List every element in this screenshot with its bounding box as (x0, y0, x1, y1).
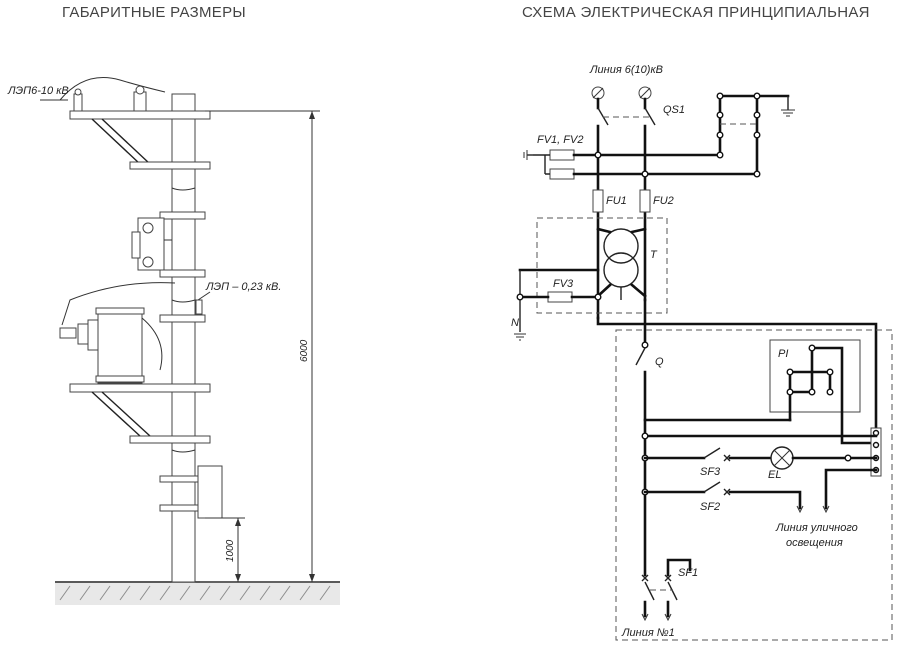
fu1-fuse (592, 189, 604, 213)
breaker-q-label: Q (655, 356, 664, 368)
fv1-arrester (549, 149, 575, 161)
switch-sf1-pole-2 (667, 581, 678, 601)
fu2-label: FU2 (653, 195, 674, 207)
platform (69, 383, 211, 393)
qs1-label: QS1 (663, 104, 685, 116)
fv3-arrester (547, 291, 573, 303)
fv3-label: FV3 (553, 278, 574, 290)
breaker-q (635, 347, 646, 366)
transformer-winding-lv (603, 252, 639, 288)
fu1-label: FU1 (606, 195, 627, 207)
terminal-block (870, 427, 882, 477)
pole-drawing: ЛЭП6-10 кВ ЛЭП – 0,23 кВ. (7, 77, 340, 605)
sf3-label: SF3 (700, 466, 721, 478)
sf1-label: SF1 (678, 567, 698, 579)
transformer-enclosure (536, 217, 668, 314)
top-crossarm (69, 110, 211, 120)
low-voltage-cabinet (197, 465, 223, 519)
hv-wire (59, 77, 166, 101)
transformer-label: T (650, 249, 658, 261)
switch-sf1-pole-1 (644, 581, 655, 601)
lv-line-label: ЛЭП – 0,23 кВ. (205, 281, 281, 293)
switch-sf3 (703, 447, 721, 459)
lv-cabinet (615, 329, 893, 641)
switch-sf2 (703, 481, 721, 493)
lamp-label: EL (768, 469, 781, 481)
neutral-label: N (511, 317, 519, 329)
street-lighting-label-1: Линия уличного (775, 522, 858, 534)
title-dimensions: ГАБАРИТНЫЕ РАЗМЕРЫ (62, 4, 246, 21)
ground-hatch (55, 583, 340, 605)
transformer-body (97, 312, 143, 384)
meter-pi (769, 339, 861, 413)
input-line-label: Линия 6(10)кВ (589, 64, 663, 76)
fv2-arrester (549, 168, 575, 180)
transformer-winding-hv (603, 228, 639, 264)
lv-wire (61, 282, 176, 326)
hv-line-label: ЛЭП6-10 кВ (7, 85, 69, 97)
total-height-label: 6000 (299, 339, 310, 362)
base-height-label: 1000 (225, 539, 236, 562)
meter-label: PI (778, 348, 788, 360)
street-lighting-label-2: освещения (786, 537, 843, 549)
schematic: Линия 6(10)кВ QS1 FV1, FV2 (511, 64, 893, 641)
fv1-fv2-label: FV1, FV2 (537, 134, 583, 146)
line1-label: Линия №1 (621, 627, 675, 639)
sf2-label: SF2 (700, 501, 720, 513)
qs1-blade-2 (644, 107, 656, 126)
title-schematic: СХЕМА ЭЛЕКТРИЧЕСКАЯ ПРИНЦИПИАЛЬНАЯ (522, 4, 870, 21)
fu2-fuse (639, 189, 651, 213)
